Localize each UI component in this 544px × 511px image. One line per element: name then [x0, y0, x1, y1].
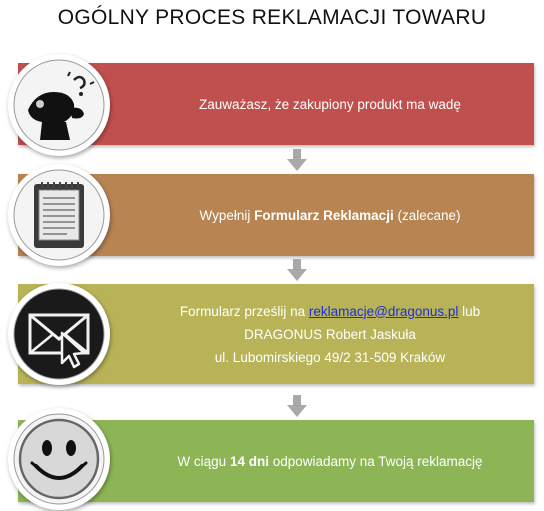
- notepad-icon: [13, 169, 105, 261]
- step-3-text: Formularz prześlij na reklamacje@dragonu…: [179, 303, 481, 365]
- step-3-badge: [8, 283, 110, 385]
- step-1-text: Zauważasz, że zakupiony produkt ma wadę: [199, 96, 461, 112]
- step-2-badge: [8, 164, 110, 266]
- step-4-badge: [8, 408, 110, 510]
- page-title: OGÓLNY PROCES REKLAMACJI TOWARU: [57, 6, 487, 29]
- person-thinking-icon: [13, 59, 105, 151]
- step-4-text: W ciągu 14 dni odpowiadamy na Twoją rekl…: [177, 453, 483, 469]
- step-2-box: Wypełnij Formularz Reklamacji (zalecane): [18, 174, 534, 256]
- envelope-icon: [13, 288, 105, 380]
- step-2-text: Wypełnij Formularz Reklamacji (zalecane): [199, 207, 461, 223]
- email-link[interactable]: reklamacje@dragonus.pl: [308, 303, 459, 319]
- step-1-badge: [8, 54, 110, 156]
- arrow-down-icon: [287, 149, 307, 171]
- smiley-face-icon: [13, 413, 105, 505]
- step-4-box: W ciągu 14 dni odpowiadamy na Twoją rekl…: [18, 420, 534, 502]
- arrow-down-icon: [287, 259, 307, 281]
- arrow-down-icon: [287, 395, 307, 417]
